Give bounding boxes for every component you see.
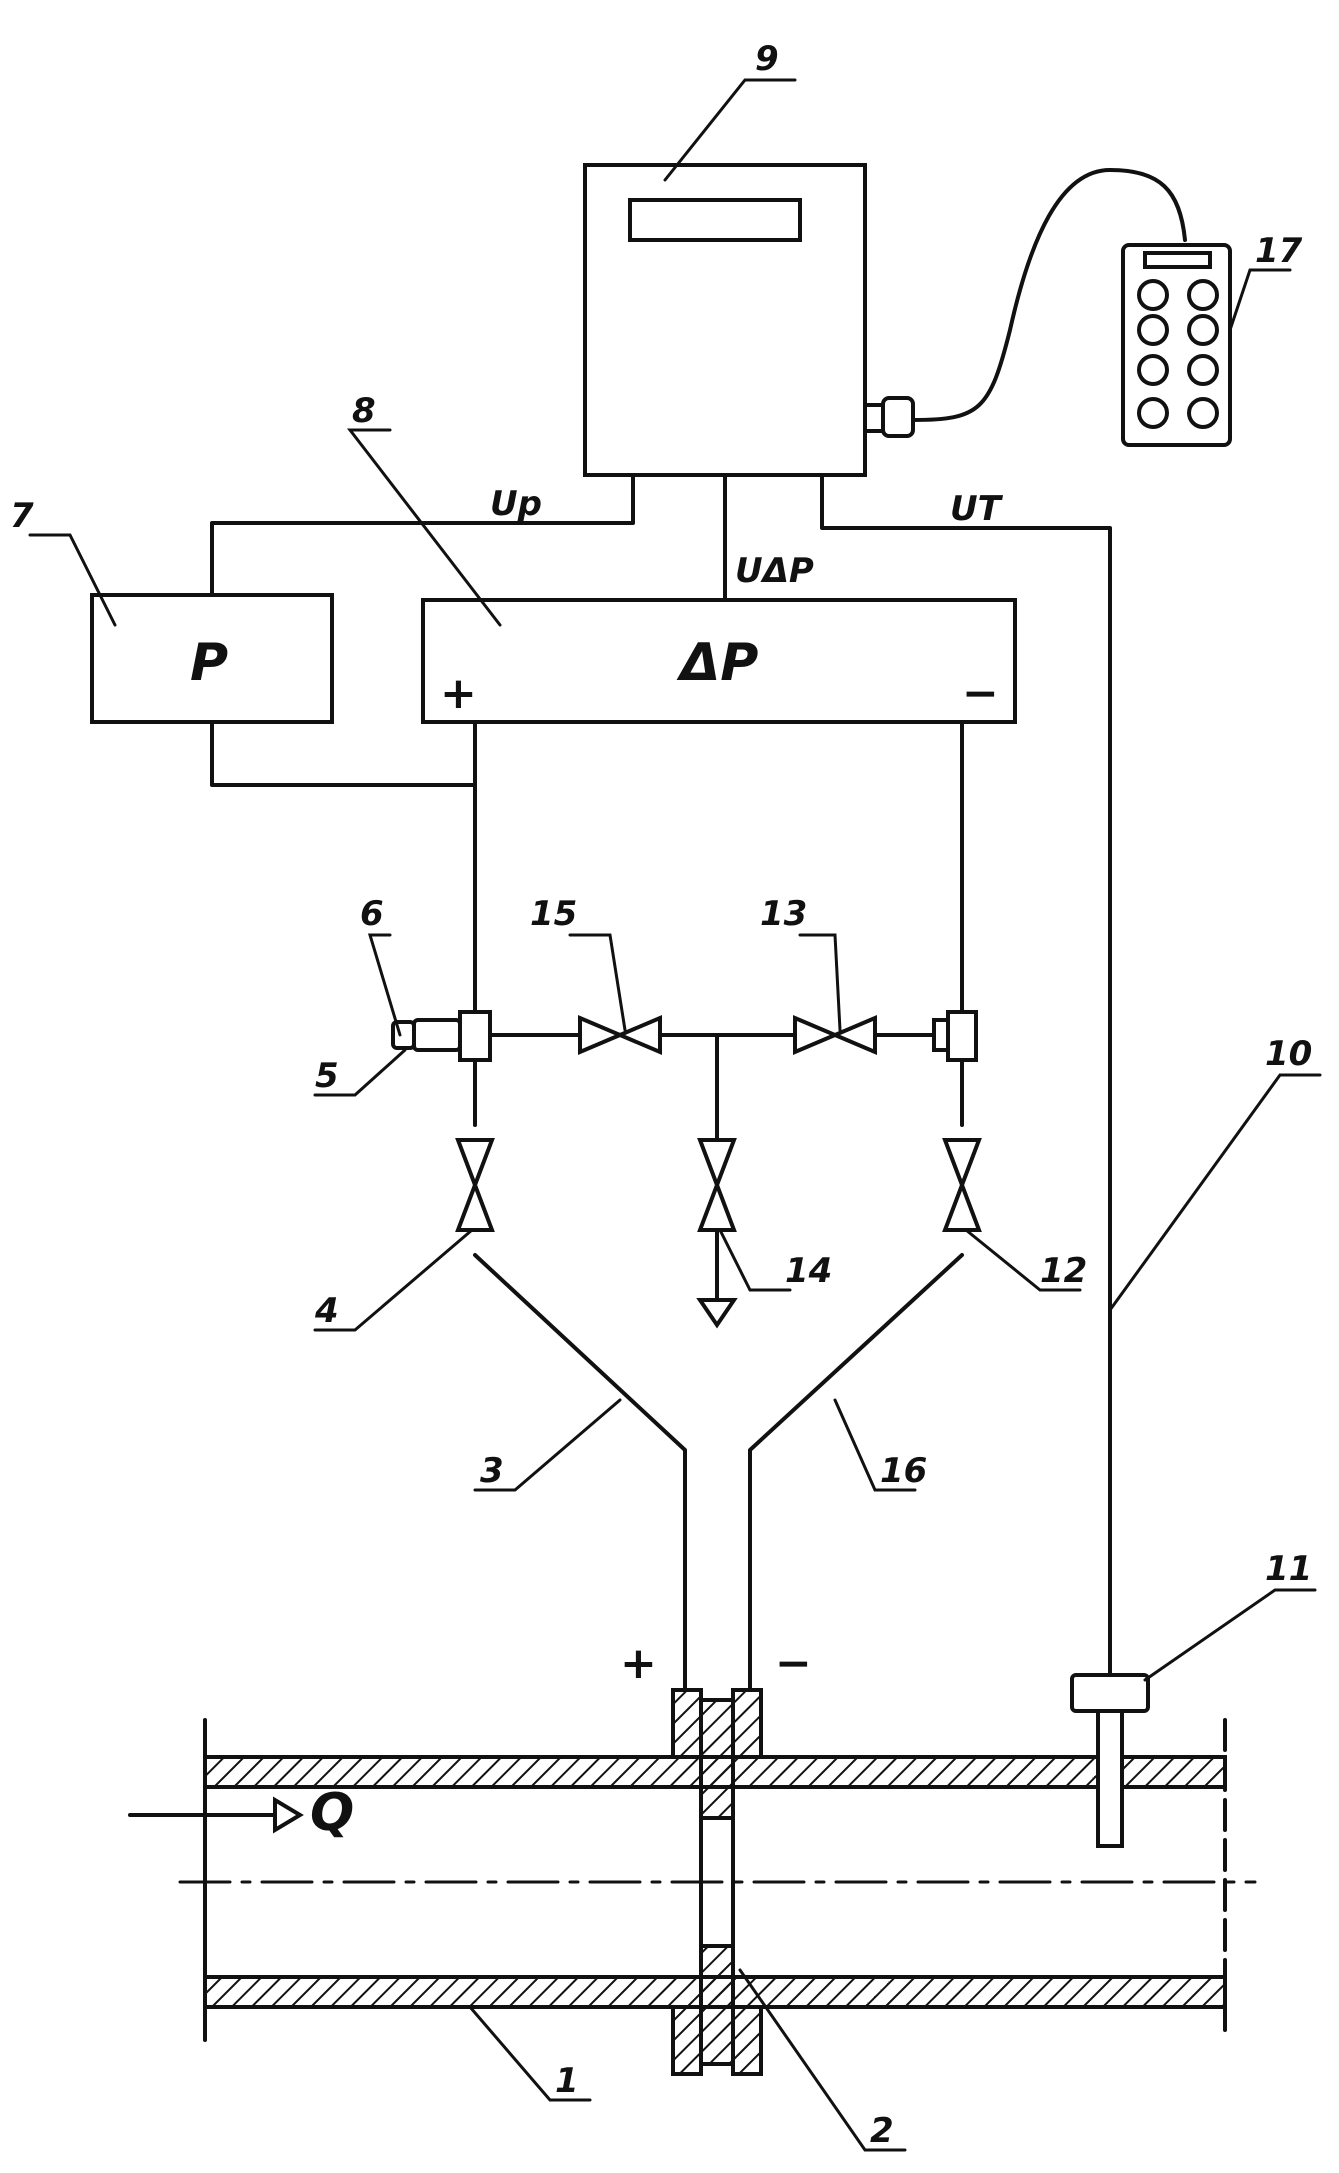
label-2: 2 — [870, 2111, 894, 2151]
signal-ut: UT — [950, 489, 1004, 529]
leader-lines — [28, 78, 1322, 2152]
valve-15 — [578, 1014, 662, 1056]
label-1: 1 — [555, 2061, 579, 2101]
tee-fitting-right — [932, 1010, 978, 1062]
label-13: 13 — [760, 894, 807, 934]
keypad-cable — [911, 168, 1187, 422]
label-15: 15 — [530, 894, 577, 934]
flow-label: Q — [310, 1783, 354, 1843]
label-5: 5 — [315, 1056, 339, 1096]
label-8: 8 — [352, 391, 376, 431]
label-11: 11 — [1265, 1549, 1312, 1589]
valve-12 — [942, 1138, 982, 1232]
flow-arrow — [128, 1796, 304, 1834]
pressure-block-label: P — [190, 633, 228, 693]
signal-up: Up — [490, 484, 542, 524]
label-9: 9 — [755, 39, 779, 79]
label-17: 17 — [1255, 231, 1303, 271]
label-16: 16 — [880, 1451, 927, 1491]
valve-4 — [455, 1138, 495, 1232]
computing-unit-9 — [583, 163, 915, 477]
label-3: 3 — [480, 1451, 504, 1491]
label-12: 12 — [1040, 1251, 1087, 1291]
drain-icon — [696, 1298, 738, 1329]
label-10: 10 — [1265, 1034, 1312, 1074]
differential-pressure-transducer-8 — [421, 598, 1017, 724]
tee-fitting-5 — [412, 1010, 492, 1062]
label-4: 4 — [314, 1291, 339, 1331]
signal-udp: UΔP — [735, 551, 814, 591]
orifice-plate-2 — [671, 1688, 763, 2076]
dp-plus-port: + — [440, 668, 477, 719]
label-6: 6 — [360, 894, 384, 934]
tap-plus: + — [620, 1638, 657, 1689]
label-7: 7 — [10, 496, 34, 536]
unit-display — [628, 198, 802, 242]
valve-14 — [697, 1138, 737, 1232]
keypad-17 — [1121, 243, 1232, 447]
valve-13 — [793, 1014, 877, 1056]
temperature-sensor-11 — [1070, 1673, 1150, 1848]
label-14: 14 — [785, 1251, 832, 1291]
tap-minus: − — [775, 1638, 812, 1689]
dp-block-label: ΔP — [676, 633, 758, 693]
impulse-lines — [210, 720, 964, 1692]
dp-minus-port: − — [962, 668, 999, 719]
